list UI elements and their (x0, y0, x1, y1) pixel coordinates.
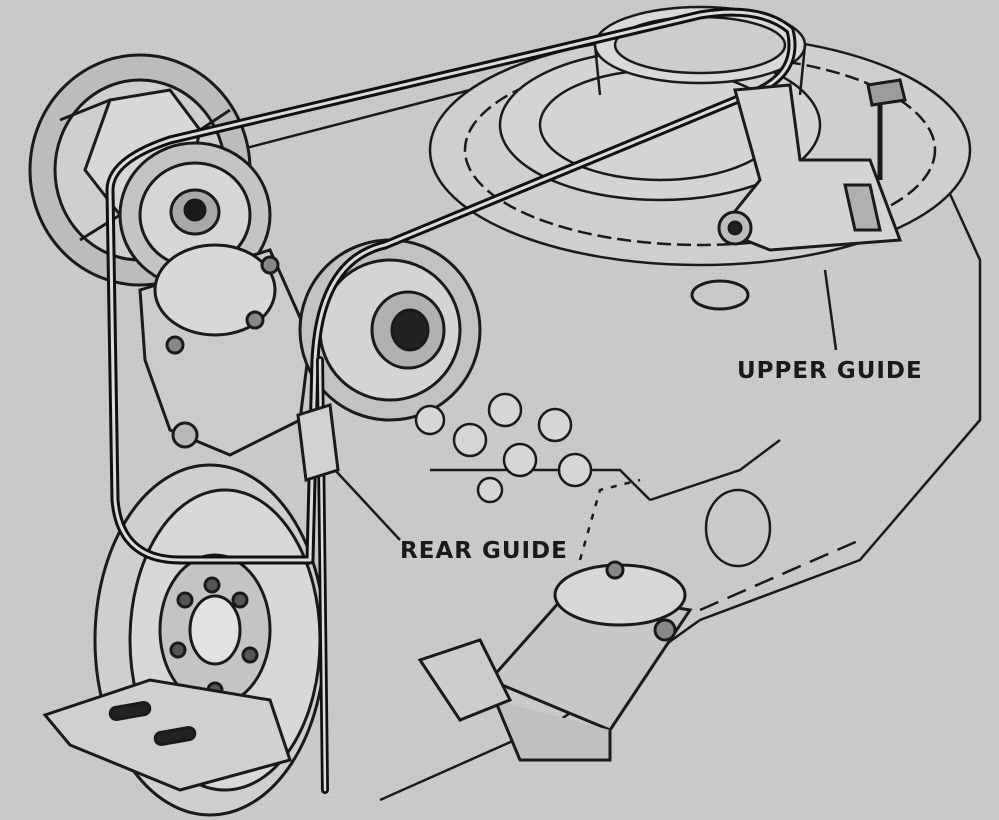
rear-guide-part (296, 403, 340, 482)
upper-guide-label: UPPER GUIDE (737, 358, 923, 384)
upper-guide-leader (823, 269, 838, 351)
center-pulley (298, 238, 482, 422)
upper-guide-bracket (690, 78, 907, 311)
lower-mount-bracket (42, 678, 292, 792)
leader-lines (334, 269, 838, 541)
cylinder-head-bolts (414, 392, 593, 504)
water-pump (138, 243, 312, 457)
rear-guide-label: REAR GUIDE (400, 538, 568, 564)
rear-guide-leader (334, 469, 401, 541)
starter-motor (417, 560, 693, 762)
